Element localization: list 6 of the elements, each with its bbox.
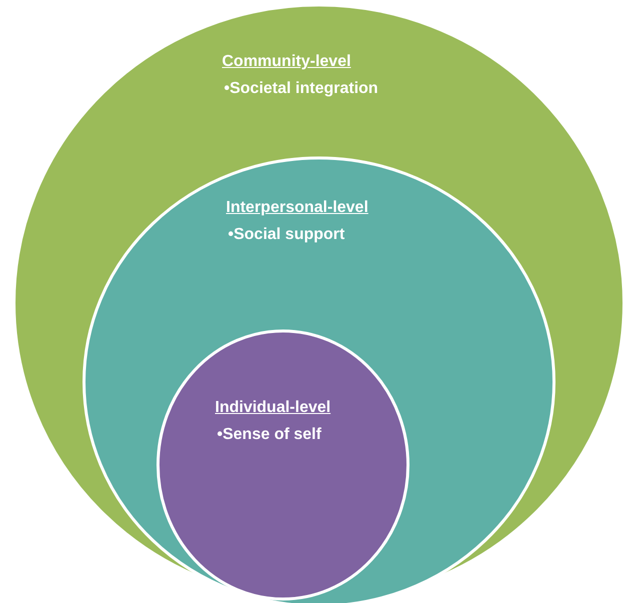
bullet-text: •Societal integration	[224, 80, 378, 98]
level-heading: Interpersonal-level	[226, 199, 368, 217]
level-heading: Community-level	[222, 53, 351, 71]
bullet-text: •Social support	[228, 226, 345, 244]
level-heading: Individual-level	[215, 399, 331, 417]
bullet-text: •Sense of self	[217, 426, 322, 444]
